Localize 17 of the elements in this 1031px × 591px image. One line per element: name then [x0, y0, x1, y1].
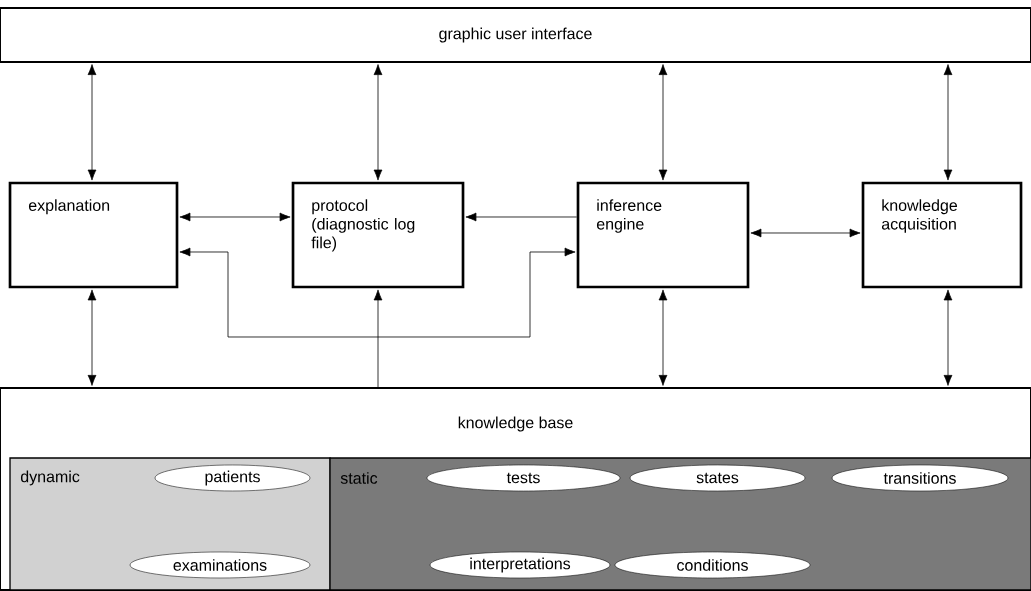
arrow [750, 228, 861, 238]
arrow [658, 64, 668, 181]
arrow [465, 212, 578, 222]
arrow [373, 64, 383, 181]
arrow [179, 212, 291, 222]
module-box: protocol (diagnostic log file) [291, 181, 465, 289]
interface-band: graphic user interface [0, 7, 1031, 63]
arrow [943, 289, 953, 386]
arrow [87, 64, 97, 181]
arrow [943, 64, 953, 181]
arrow [373, 289, 383, 388]
arrow [87, 289, 97, 386]
arrow [658, 289, 668, 386]
arrow [179, 247, 576, 338]
module-box: explanation [8, 181, 179, 289]
module-box: knowledge acquisition [861, 181, 1023, 289]
module-box: inference engine [576, 181, 750, 289]
